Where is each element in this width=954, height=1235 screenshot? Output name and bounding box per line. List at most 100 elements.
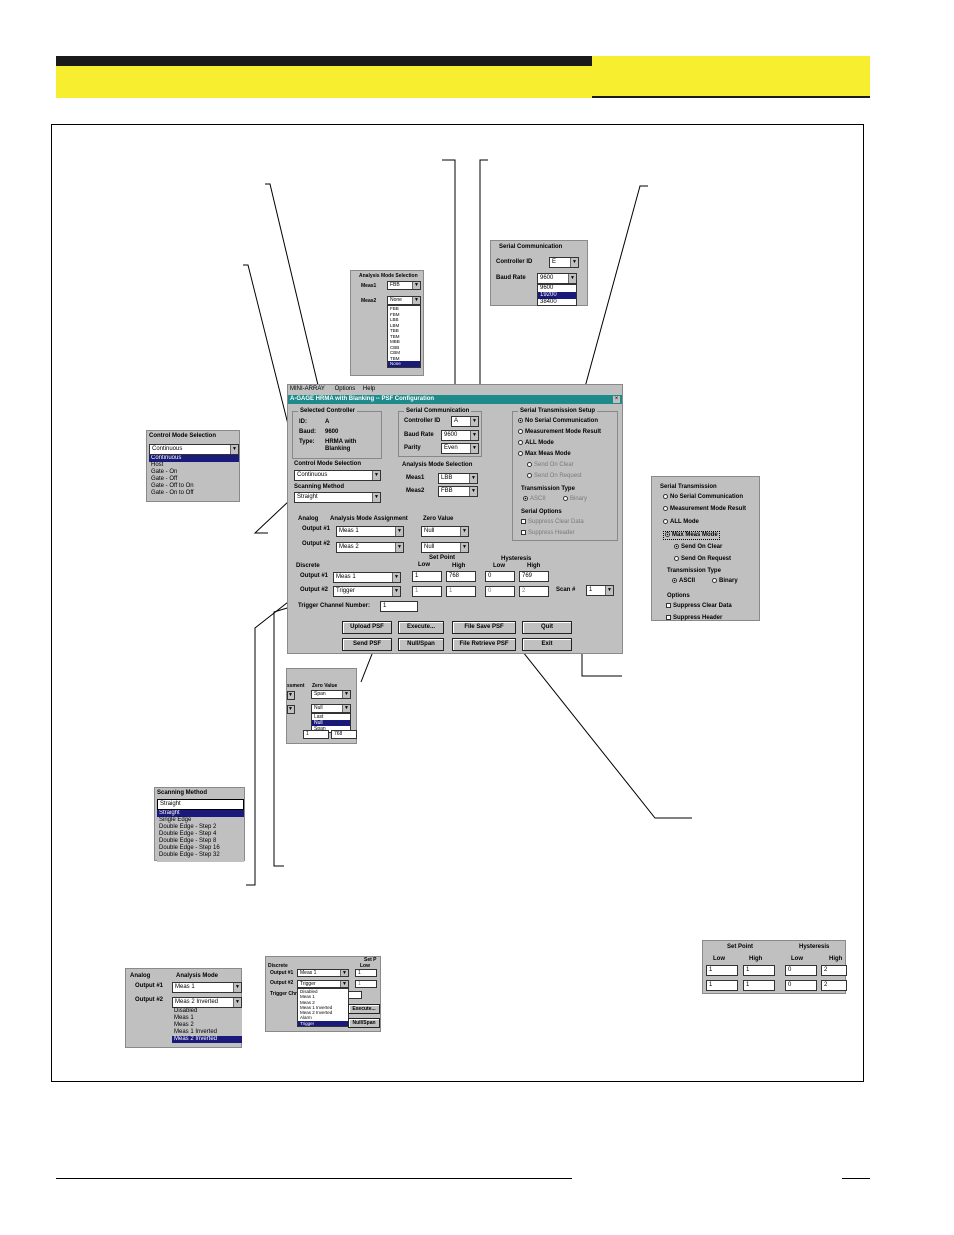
chevron-down-icon[interactable]: ▼ [470, 417, 478, 426]
chevron-down-icon[interactable]: ▼ [342, 705, 350, 712]
chevron-down-icon[interactable]: ▼ [470, 444, 478, 453]
inset-discrete-trigger-input[interactable] [348, 991, 362, 999]
dropdown-option[interactable]: CBB [390, 344, 400, 350]
inset-r2-sp-low[interactable]: 1 [706, 980, 738, 991]
check-suppress-header[interactable]: Suppress Header [521, 530, 575, 537]
discrete-output2-select[interactable]: Trigger▼ [333, 586, 401, 597]
sp1-low-input[interactable]: 1 [412, 571, 442, 582]
inset-meas2-select[interactable]: None▼ [387, 296, 421, 305]
dropdown-option[interactable]: 38400 [540, 299, 557, 305]
radio-binary[interactable]: Binary [563, 496, 587, 503]
inset-null-span-button[interactable]: Null/Span [348, 1018, 380, 1028]
control-mode-select[interactable]: Continuous▼ [294, 470, 381, 481]
dropdown-option[interactable]: MBB [390, 339, 400, 344]
dropdown-option[interactable]: CBM [390, 350, 400, 355]
chevron-down-icon[interactable]: ▼ [460, 543, 468, 552]
send-psf-button[interactable]: Send PSF [342, 638, 392, 651]
chevron-down-icon[interactable]: ▼ [340, 970, 348, 976]
dropdown-option[interactable]: 19200 [538, 292, 576, 299]
inset-discrete-cell-a[interactable]: 1 [355, 969, 377, 977]
parity-select[interactable]: Even▼ [441, 443, 479, 454]
chevron-down-icon[interactable]: ▼ [412, 282, 420, 289]
inset-zero-select-1[interactable]: Span▼ [311, 690, 351, 699]
chevron-down-icon[interactable]: ▼ [568, 274, 576, 283]
inset-stx-binary[interactable]: Binary [712, 578, 738, 585]
hy2-high-input[interactable]: 2 [519, 586, 549, 597]
chevron-down-icon[interactable]: ▼ [570, 258, 578, 267]
hy1-low-input[interactable]: 0 [485, 571, 515, 582]
trigger-channel-input[interactable]: 1 [380, 601, 418, 612]
dropdown-option[interactable]: Double Edge - Step 16 [159, 845, 220, 851]
inset-discrete-cell-b[interactable]: 1 [355, 980, 377, 988]
chevron-down-icon[interactable]: ▼ [392, 587, 400, 596]
radio-send-on-request[interactable]: Send On Request [527, 473, 582, 480]
chevron-down-icon[interactable]: ▼ [342, 691, 350, 698]
file-retrieve-psf-button[interactable]: File Retrieve PSF [452, 638, 516, 651]
dropdown-option[interactable]: Gate - On to Off [151, 490, 194, 496]
dropdown-option[interactable]: Gate - Off [151, 476, 178, 482]
inset-stx-opt4[interactable]: Max Meas Mode [663, 531, 720, 540]
inset-stx-sub1[interactable]: Send On Clear [674, 544, 722, 551]
sp2-high-input[interactable]: 1 [446, 586, 476, 597]
dropdown-option[interactable]: TBB [390, 328, 399, 333]
dropdown-option[interactable]: Disabled [300, 989, 318, 994]
radio-no-serial[interactable]: No Serial Communication [518, 418, 598, 425]
inset-stx-ascii[interactable]: ASCII [672, 578, 695, 585]
inset-controller-id-select[interactable]: E▼ [549, 257, 579, 268]
dropdown-option[interactable]: Null [312, 720, 350, 726]
close-icon[interactable]: × [613, 396, 620, 403]
check-suppress-clear[interactable]: Suppress Clear Data [521, 519, 584, 526]
menu-options[interactable]: Options [334, 386, 356, 392]
meas2-select[interactable]: FBB▼ [438, 486, 478, 497]
radio-send-on-clear[interactable]: Send On Clear [527, 462, 574, 469]
chevron-down-icon[interactable]: ▼ [233, 983, 241, 992]
exit-button[interactable]: Exit [522, 638, 572, 651]
chevron-down-icon[interactable]: ▼ [230, 445, 238, 454]
dropdown-option[interactable]: 9600 [540, 285, 554, 291]
dropdown-option[interactable]: Span [314, 726, 326, 732]
chevron-down-icon[interactable]: ▼ [470, 431, 478, 440]
dropdown-option[interactable]: Double Edge - Step 32 [159, 852, 220, 858]
chevron-down-icon[interactable]: ▼ [395, 543, 403, 552]
inset-zero-cell-2[interactable]: 768 [331, 730, 357, 739]
inset-discrete-out2-select[interactable]: Trigger▼ [297, 980, 349, 988]
meas1-select[interactable]: LBB▼ [438, 473, 478, 484]
dropdown-option[interactable]: Single Edge [159, 817, 192, 823]
dropdown-option[interactable]: Gate - Off to On [151, 483, 194, 489]
inset-zero-left-select-2[interactable]: ▼ [287, 705, 295, 714]
chevron-down-icon[interactable]: ▼ [605, 586, 613, 595]
zero2-select[interactable]: Null▼ [421, 542, 469, 553]
chevron-down-icon[interactable]: ▼ [412, 297, 420, 304]
dropdown-option[interactable]: Double Edge - Step 4 [159, 831, 217, 837]
inset-r1-hy-high[interactable]: 2 [821, 965, 847, 976]
inset-scanning-select[interactable]: Straight [157, 799, 244, 810]
dropdown-option[interactable]: Meas 2 [174, 1022, 194, 1028]
scanning-method-select[interactable]: Straight▼ [294, 492, 381, 503]
menu-help[interactable]: Help [362, 386, 376, 392]
dropdown-option[interactable]: Host [151, 462, 164, 468]
inset-meas1-select[interactable]: FBB▼ [387, 281, 421, 290]
menu-mini-array[interactable]: MINI-ARRAY [290, 386, 325, 392]
dropdown-option[interactable]: Meas 1 Inverted [174, 1029, 218, 1035]
dropdown-option[interactable]: Meas 2 Inverted [172, 1036, 242, 1043]
inset-zero-cell-1[interactable]: 1 [303, 730, 329, 739]
dropdown-option[interactable]: Continuous [149, 455, 239, 462]
inset-analog-out2-select[interactable]: Meas 2 Inverted▼ [172, 997, 242, 1008]
dropdown-option[interactable]: TBM [390, 333, 400, 339]
dropdown-option[interactable]: Disabled [174, 1008, 198, 1014]
radio-max-meas[interactable]: Max Meas Mode [518, 451, 571, 458]
inset-stx-opt2[interactable]: Measurement Mode Result [663, 506, 746, 513]
dropdown-option[interactable]: Straight [157, 810, 244, 817]
inset-r2-hy-low[interactable]: 0 [785, 980, 817, 991]
dropdown-option[interactable]: Double Edge - Step 2 [159, 824, 217, 830]
inset-zero-select-2[interactable]: Null▼ [311, 704, 351, 713]
inset-zero-left-select-1[interactable]: ▼ [287, 691, 295, 700]
scan-select[interactable]: 1▼ [586, 585, 614, 596]
dropdown-option[interactable]: Meas 1 [300, 994, 315, 1000]
chevron-down-icon[interactable]: ▼ [340, 981, 348, 987]
inset-r2-hy-high[interactable]: 2 [821, 980, 847, 991]
